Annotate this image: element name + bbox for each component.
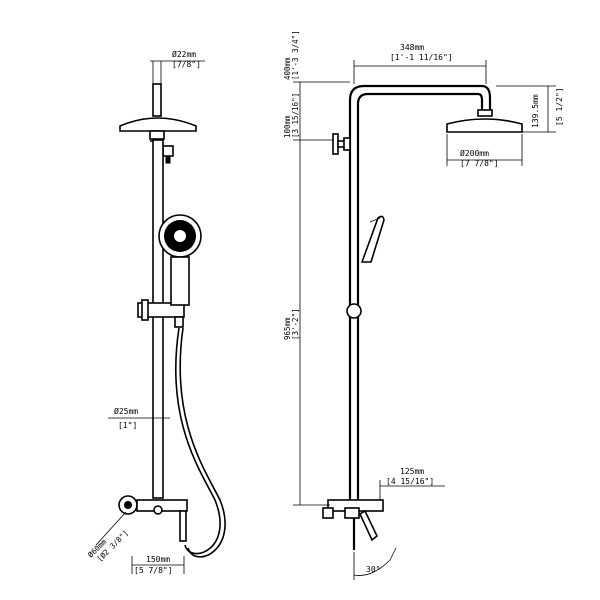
mixer-valve-side: [322, 499, 384, 550]
dim-head-diameter-metric: Ø200mm: [460, 148, 489, 158]
diverter-knob-side: [332, 133, 351, 155]
dim-inlet-spacing-imperial: [5 7/8"]: [134, 566, 173, 575]
overhead-shower-side: [446, 109, 523, 133]
dim-top-pipe: Ø22mm [7/8"]: [150, 49, 205, 84]
dim-diverter-height-imperial: [3 15/16"]: [291, 93, 300, 138]
dim-arm-length-imperial: [1'-1 11/16"]: [390, 53, 453, 62]
dim-riser-length-imperial: [3'-2"]: [291, 308, 300, 340]
dim-head-diameter: Ø200mm [7 7/8"]: [446, 134, 523, 168]
front-view: Ø22mm [7/8"]: [86, 49, 226, 575]
dim-arm-length: 348mm [1'-1 11/16"]: [353, 43, 487, 84]
shower-arm-side: [348, 84, 492, 500]
dim-lever-angle: 30°: [353, 547, 397, 580]
dim-diverter-height-metric: 100mm: [283, 115, 292, 138]
hand-shower-side: [360, 215, 385, 263]
dim-spout-projection: 125mm [4 15/16"]: [379, 467, 445, 500]
slide-bracket-front: [137, 299, 185, 321]
dim-arm-length-metric: 348mm: [400, 43, 424, 52]
dim-riser: Ø25mm [1"]: [108, 406, 170, 430]
dim-head-height-metric: 139.5mm: [531, 94, 540, 128]
dim-escutcheon: Ø60mm [Ø2 3/8"]: [86, 511, 130, 563]
dim-top-height-metric: 400mm: [283, 57, 292, 80]
side-view: 348mm [1'-1 11/16"] 139.5mm [5 1/2"] Ø20…: [283, 30, 564, 580]
overhead-shower-front: [119, 83, 197, 164]
dim-riser-imperial: [1"]: [118, 421, 137, 430]
dim-inlet-spacing: 150mm [5 7/8"]: [131, 555, 185, 575]
dim-inlet-spacing-metric: 150mm: [146, 555, 170, 564]
dim-spout-projection-metric: 125mm: [400, 467, 424, 476]
riser-pipe-front: [152, 139, 164, 499]
hand-shower-front: [158, 214, 202, 328]
dim-head-height-imperial: [5 1/2"]: [555, 87, 564, 126]
dim-top-height-imperial: [1'-3 3/4"]: [291, 30, 300, 80]
dim-riser-metric: Ø25mm: [114, 406, 138, 416]
dim-lever-angle-value: 30°: [366, 565, 380, 574]
dim-riser-length-metric: 965mm: [283, 317, 292, 340]
hose-front: [174, 327, 221, 555]
dim-head-height: 139.5mm [5 1/2"]: [496, 85, 564, 133]
slider-side: [346, 303, 362, 319]
dim-top-pipe-imperial: [7/8"]: [172, 60, 201, 69]
dim-top-pipe-metric: Ø22mm: [172, 49, 196, 59]
dim-spout-projection-imperial: [4 15/16"]: [386, 477, 434, 486]
dim-vertical-rail: [293, 81, 350, 506]
dim-head-diameter-imperial: [7 7/8"]: [460, 159, 499, 168]
mixer-valve-front: [118, 495, 188, 542]
